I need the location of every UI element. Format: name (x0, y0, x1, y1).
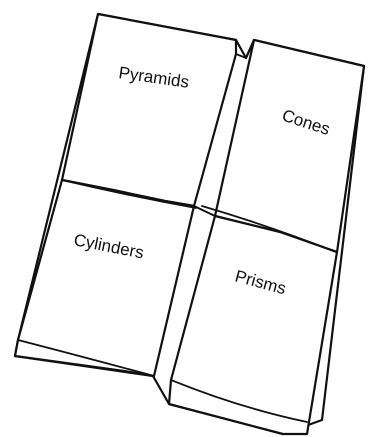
foldable-diagram: Pyramids Cones Cylinders Prisms (0, 0, 368, 437)
